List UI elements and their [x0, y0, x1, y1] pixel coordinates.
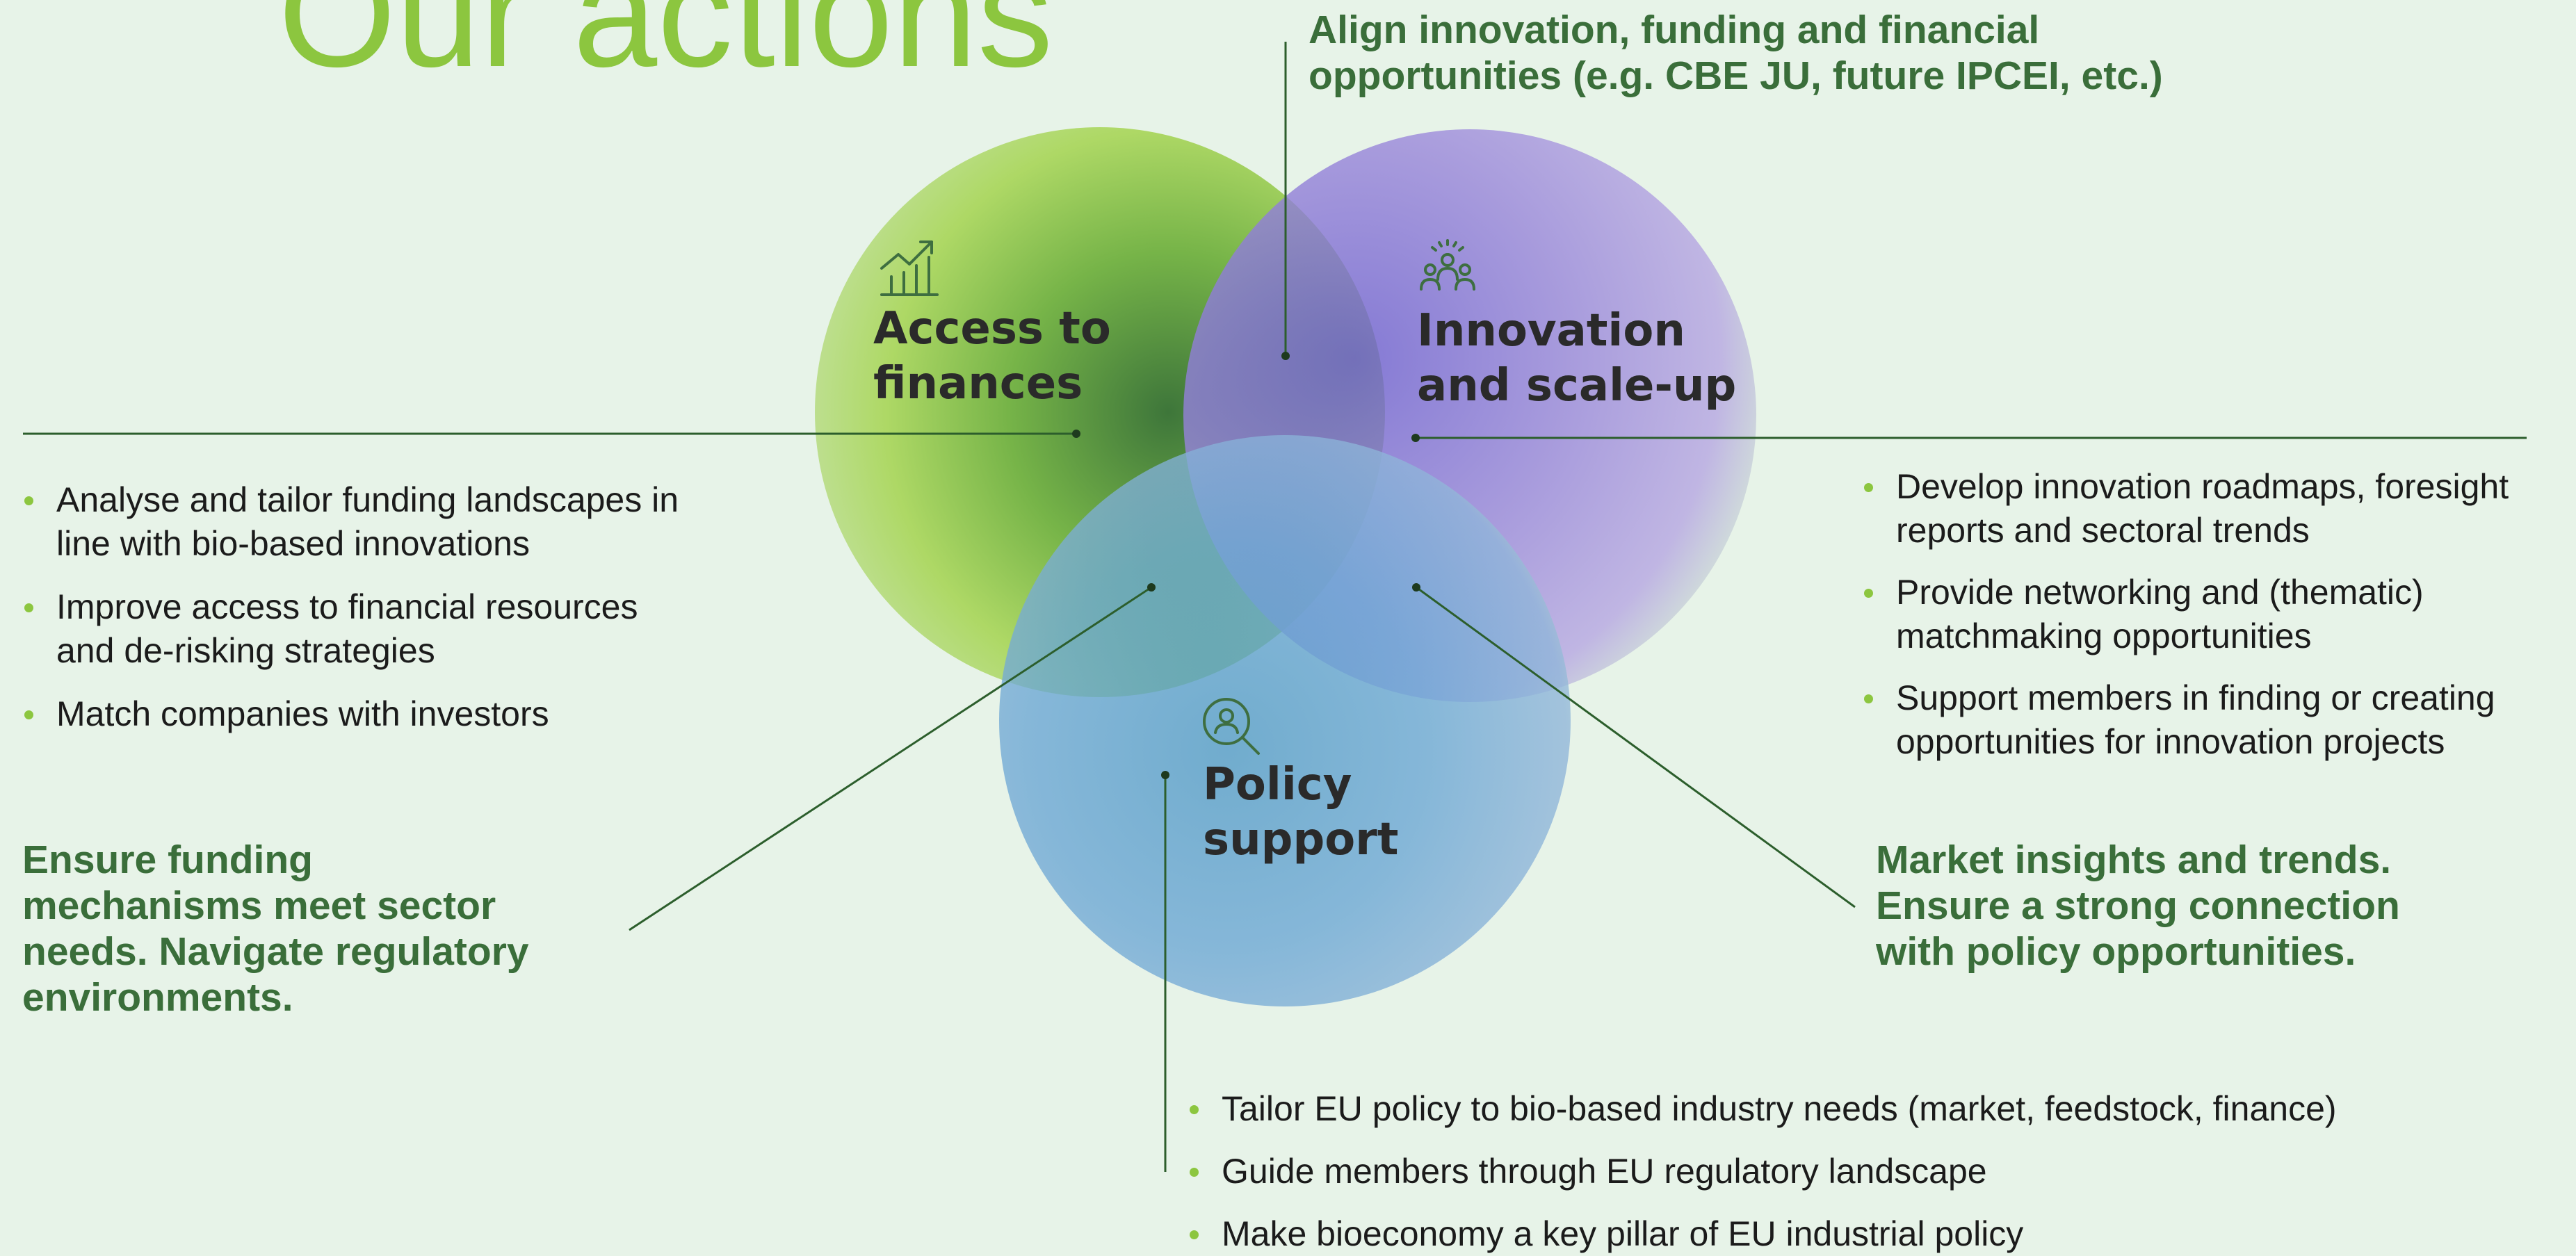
list-item-line: Provide networking and (thematic): [1896, 573, 2424, 612]
circle-policy-support: [999, 435, 1571, 1006]
callout-line: Ensure a strong connection: [1876, 883, 2400, 928]
callout-left: Ensure funding mechanisms meet sector ne…: [22, 837, 529, 1020]
label-line: Innovation: [1417, 305, 1685, 357]
list-item: Provide networking and (thematic) matchm…: [1862, 571, 2509, 658]
callout-line: Market insights and trends.: [1876, 838, 2392, 882]
policy-bullet-list: Tailor EU policy to bio-based industry n…: [1188, 1087, 2337, 1256]
callout-right: Market insights and trends. Ensure a str…: [1876, 837, 2400, 974]
connector-dot: [1147, 583, 1156, 592]
list-item-line: Support members in finding or creating: [1896, 678, 2495, 717]
people-group-icon: [1420, 239, 1475, 291]
label-line: Access to: [873, 303, 1111, 354]
user-search-icon: [1203, 698, 1260, 755]
callout-line: needs. Navigate regulatory: [22, 929, 529, 974]
connector-dot: [1072, 430, 1080, 438]
list-item-line: Analyse and tailor funding landscapes in: [56, 480, 679, 519]
callout-line: with policy opportunities.: [1876, 929, 2356, 974]
callout-line: Align innovation, funding and financial: [1309, 8, 2040, 52]
label-line: and scale-up: [1417, 360, 1737, 411]
callout-top: Align innovation, funding and financial …: [1309, 7, 2163, 99]
finance-bullet-list: Analyse and tailor funding landscapes in…: [22, 478, 679, 736]
label-innovation-scale-up: Innovation and scale-up: [1417, 304, 1736, 414]
label-access-to-finances: Access to finances: [873, 302, 1111, 411]
innovation-bullet-list: Develop innovation roadmaps, foresight r…: [1862, 465, 2509, 764]
slide-title: Our actions: [278, 0, 1053, 99]
list-item-line: reports and sectoral trends: [1896, 511, 2310, 550]
growth-chart-icon: [880, 240, 939, 296]
connector-dot: [1161, 771, 1169, 779]
connector-left-diagonal: [629, 586, 1152, 931]
list-item: Analyse and tailor funding landscapes in…: [22, 478, 679, 566]
list-item: Guide members through EU regulatory land…: [1188, 1150, 2337, 1193]
callout-line: Ensure funding: [22, 838, 313, 882]
list-item: Support members in finding or creating o…: [1862, 676, 2509, 764]
list-item-line: Improve access to financial resources: [56, 587, 638, 626]
list-item: Match companies with investors: [22, 692, 679, 736]
callout-line: environments.: [22, 975, 293, 1020]
list-item-line: Match companies with investors: [56, 694, 549, 733]
list-item: Develop innovation roadmaps, foresight r…: [1862, 465, 2509, 553]
connector-dot: [1412, 583, 1420, 592]
callout-line: mechanisms meet sector: [22, 883, 496, 928]
list-item-line: opportunities for innovation projects: [1896, 722, 2445, 761]
list-item-line: line with bio-based innovations: [56, 524, 530, 563]
list-item: Tailor EU policy to bio-based industry n…: [1188, 1087, 2337, 1131]
label-policy-support: Policy support: [1203, 758, 1398, 867]
connector-dot: [1411, 434, 1420, 442]
list-item-line: matchmaking opportunities: [1896, 617, 2312, 655]
connector-right-diagonal: [1416, 586, 1856, 908]
list-item-line: Develop innovation roadmaps, foresight: [1896, 467, 2509, 506]
label-line: support: [1203, 814, 1399, 865]
callout-line: opportunities (e.g. CBE JU, future IPCEI…: [1309, 54, 2163, 98]
connector-dot: [1281, 352, 1290, 360]
label-line: Policy: [1203, 759, 1352, 810]
list-item: Improve access to financial resources an…: [22, 585, 679, 673]
list-item: Make bioeconomy a key pillar of EU indus…: [1188, 1212, 2337, 1256]
list-item-line: and de-risking strategies: [56, 631, 435, 670]
label-line: finances: [873, 358, 1083, 409]
